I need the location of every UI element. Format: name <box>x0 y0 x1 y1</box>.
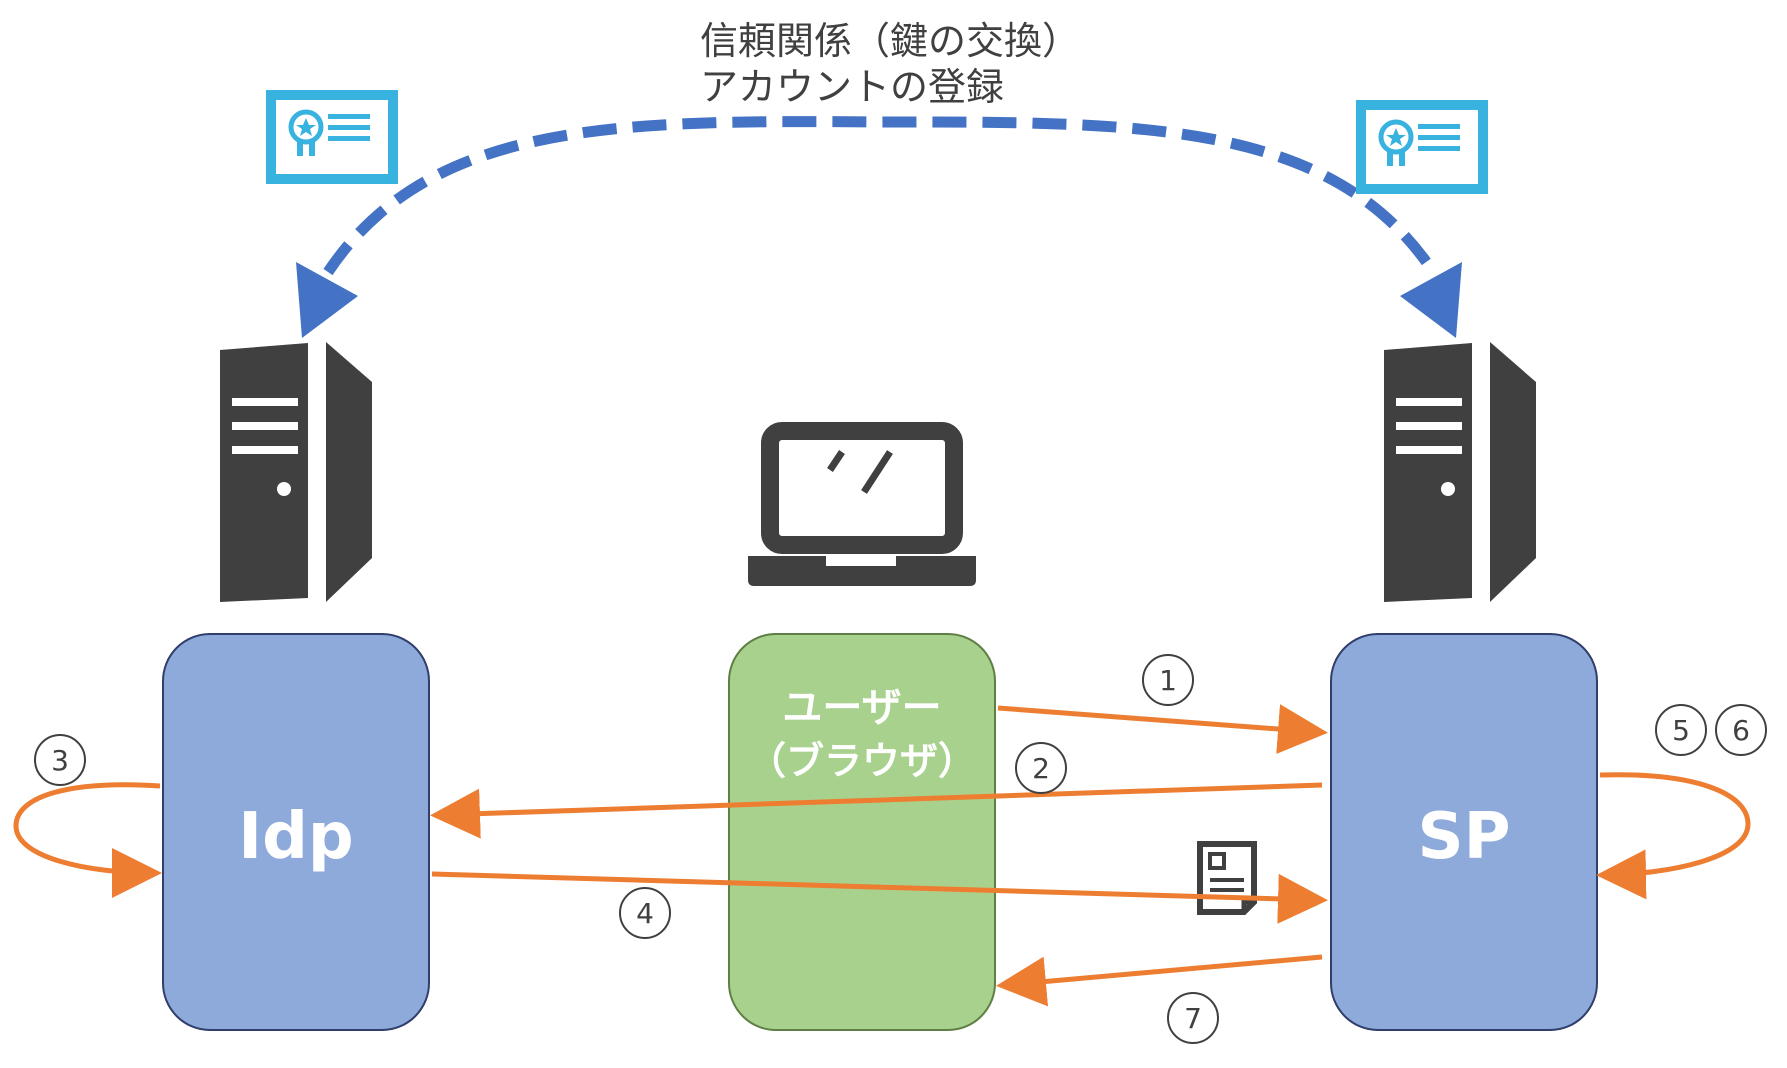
svg-text:4: 4 <box>636 897 654 930</box>
svg-text:2: 2 <box>1032 752 1050 785</box>
arrow-step-2 <box>430 782 1323 839</box>
svg-text:6: 6 <box>1732 714 1750 747</box>
trust-arc <box>323 116 1437 276</box>
laptop-icon <box>748 422 976 586</box>
svg-text:7: 7 <box>1184 1002 1202 1035</box>
arrow-step-7 <box>996 954 1323 1007</box>
caption-line-1: 信頼関係（鍵の交換） <box>700 19 1081 63</box>
user-browser-box: ユーザー （ブラウザ） <box>728 633 996 1031</box>
sp-box: SP <box>1330 633 1598 1031</box>
trust-relationship-caption: 信頼関係（鍵の交換） アカウントの登録 <box>700 18 1080 110</box>
sp-server-icon <box>1384 342 1536 602</box>
arrow-step-1 <box>997 704 1328 754</box>
idp-server-icon <box>220 342 372 602</box>
user-label: ユーザー <box>782 685 942 731</box>
svg-text:5: 5 <box>1672 714 1690 747</box>
idp-label: Idp <box>238 800 354 874</box>
step-marker-5: 5 <box>1655 704 1707 756</box>
svg-text:1: 1 <box>1159 664 1177 697</box>
step-marker-2: 2 <box>1015 742 1067 794</box>
loop-arrow-step-5-6 <box>1596 772 1751 900</box>
caption-line-2: アカウントの登録 <box>700 65 1005 109</box>
step-marker-6: 6 <box>1715 704 1767 756</box>
trust-arrowhead-left <box>296 262 358 338</box>
step-marker-7: 7 <box>1167 992 1219 1044</box>
step-marker-1: 1 <box>1142 654 1194 706</box>
assertion-document-icon <box>1197 841 1257 915</box>
step-marker-4: 4 <box>619 887 671 939</box>
svg-text:3: 3 <box>51 744 69 777</box>
browser-label: （ブラウザ） <box>747 739 976 783</box>
sp-label: SP <box>1417 800 1511 874</box>
step-marker-3: 3 <box>34 734 86 786</box>
idp-certificate-icon <box>266 90 398 184</box>
arrow-step-4 <box>431 871 1328 924</box>
idp-box: Idp <box>162 633 430 1031</box>
loop-arrow-step-3 <box>13 782 162 898</box>
sp-certificate-icon <box>1356 100 1488 194</box>
trust-arrowhead-right <box>1400 262 1462 338</box>
